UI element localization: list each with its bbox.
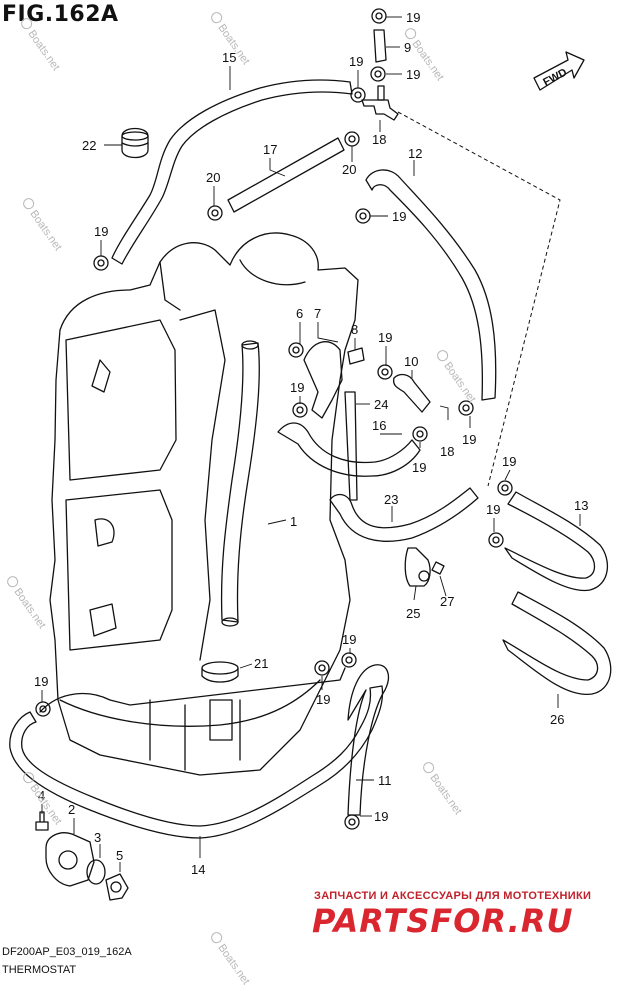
callout-14: 14 (191, 862, 205, 877)
callout-13: 13 (574, 498, 588, 513)
hose-13 (504, 491, 609, 592)
promo-tagline: ЗАПЧАСТИ И АКСЕССУАРЫ ДЛЯ МОТОТЕХНИКИ (314, 890, 592, 902)
callout-19: 19 (392, 209, 406, 224)
callout-9: 9 (404, 40, 411, 55)
clamp-21 (201, 661, 239, 675)
callout-20: 20 (342, 162, 356, 177)
fwd-label: FWD (541, 66, 569, 88)
callout-19: 19 (378, 330, 392, 345)
hose-23 (329, 487, 479, 542)
callout-19: 19 (316, 692, 330, 707)
callout-19: 19 (406, 10, 420, 25)
figure-code: DF200AP_E03_019_162A (2, 946, 132, 958)
callout-11: 11 (378, 773, 392, 788)
callout-19: 19 (374, 809, 388, 824)
callout-8: 8 (351, 322, 358, 337)
tube-9 (373, 29, 387, 63)
o-ring (86, 859, 106, 885)
hose-clamps (35, 8, 513, 830)
callout-19: 19 (349, 54, 363, 69)
figure-caption: THERMOSTAT (2, 964, 77, 976)
hose-12 (365, 169, 497, 401)
callout-18: 18 (440, 444, 454, 459)
bracket-25 (404, 547, 431, 587)
fwd-arrow (533, 51, 585, 91)
callout-25: 25 (406, 606, 420, 621)
callout-19: 19 (34, 674, 48, 689)
hose-26 (502, 591, 612, 695)
callout-12: 12 (408, 146, 422, 161)
callout-18: 18 (372, 132, 386, 147)
callouts: 19 9 19 15 19 18 22 17 20 12 20 19 19 6 … (34, 10, 588, 877)
hose-16 (277, 422, 421, 477)
bolt (35, 811, 49, 831)
hose-11 (347, 664, 389, 816)
callout-19: 19 (406, 67, 420, 82)
grommet (121, 127, 149, 159)
callout-1: 1 (290, 514, 297, 529)
callout-22: 22 (82, 138, 96, 153)
callout-15: 15 (222, 50, 236, 65)
callout-2: 2 (68, 802, 75, 817)
joint-18 (361, 99, 399, 121)
callout-19: 19 (342, 632, 356, 647)
callout-7: 7 (314, 306, 321, 321)
thermostat-cover (303, 341, 343, 419)
callout-4: 4 (38, 788, 45, 803)
callout-10: 10 (404, 354, 418, 369)
callout-19: 19 (502, 454, 516, 469)
hose-24 (344, 391, 358, 501)
callout-3: 3 (94, 830, 101, 845)
callout-23: 23 (384, 492, 398, 507)
callout-19: 19 (486, 502, 500, 517)
callout-6: 6 (296, 306, 303, 321)
engine-block (49, 232, 359, 776)
plug (105, 873, 129, 901)
callout-20: 20 (206, 170, 220, 185)
callout-19: 19 (462, 432, 476, 447)
partsfor-logo[interactable]: PARTSFOR.RU (312, 902, 574, 940)
callout-26: 26 (550, 712, 564, 727)
callout-19: 19 (94, 224, 108, 239)
callout-19: 19 (412, 460, 426, 475)
callout-17: 17 (263, 142, 277, 157)
callout-5: 5 (116, 848, 123, 863)
hose-1 (220, 342, 260, 623)
hose-10 (392, 373, 431, 413)
callout-19: 19 (290, 380, 304, 395)
hose-15 (111, 79, 353, 265)
callout-24: 24 (374, 397, 388, 412)
figure-title: FIG.162A (2, 2, 119, 27)
callout-16: 16 (372, 418, 386, 433)
hose-14 (9, 685, 384, 839)
callout-21: 21 (254, 656, 268, 671)
thermostat-housing-cover (45, 832, 95, 887)
callout-27: 27 (440, 594, 454, 609)
fwd-pointer-line (397, 111, 561, 487)
hose-17 (227, 137, 345, 213)
